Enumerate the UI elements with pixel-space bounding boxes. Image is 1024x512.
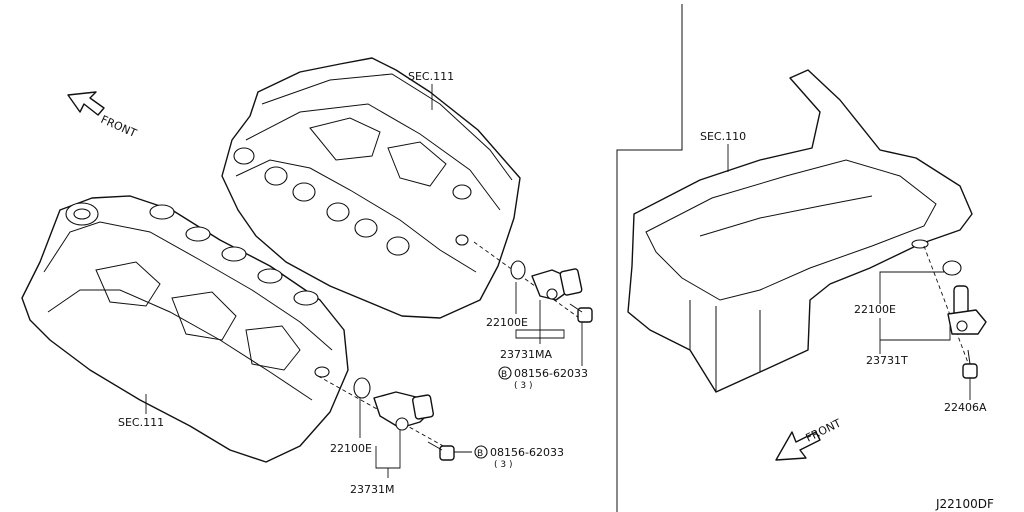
front-arrow-lower: FRONT bbox=[775, 416, 844, 461]
bolt-lower-callout: B 08156-62033 ( 3 ) bbox=[474, 445, 564, 470]
bolt-lower-qty: ( 3 ) bbox=[494, 460, 512, 470]
bolt-upper-qty: ( 3 ) bbox=[514, 381, 532, 391]
sensor-group-right bbox=[879, 245, 987, 400]
bolt-lower-code: 08156-62033 bbox=[490, 446, 564, 459]
crankshaft-sensor-right bbox=[947, 285, 987, 335]
camshaft-sensor-lower bbox=[373, 391, 434, 431]
sensor-upper-label: 23731MA bbox=[500, 348, 552, 361]
o-ring-upper bbox=[510, 260, 526, 280]
front-label-lower: FRONT bbox=[804, 416, 844, 444]
diagram-id: J22100DF bbox=[935, 497, 994, 511]
sensor-group-lower bbox=[317, 375, 472, 478]
cylinder-head-lower bbox=[21, 195, 349, 463]
bolt-lower bbox=[427, 441, 455, 461]
o-ring-lower-label: 22100E bbox=[330, 442, 372, 455]
sensor-group-upper bbox=[473, 241, 593, 366]
bolt-upper-code: 08156-62033 bbox=[514, 367, 588, 380]
camshaft-sensor-upper bbox=[531, 268, 583, 301]
sec-111-label-top: SEC.111 bbox=[408, 70, 454, 83]
sensor-lower-label: 23731M bbox=[350, 483, 394, 496]
front-label-upper: FRONT bbox=[99, 113, 139, 140]
panel-divider bbox=[616, 4, 683, 512]
oil-pan bbox=[627, 69, 973, 393]
o-ring-lower bbox=[353, 377, 371, 399]
o-ring-upper-label: 22100E bbox=[486, 316, 528, 329]
o-ring-right-label: 22100E bbox=[854, 303, 896, 316]
sensor-right-label: 23731T bbox=[866, 354, 908, 367]
intake-ports-lower bbox=[149, 204, 319, 306]
sec-110-label: SEC.110 bbox=[700, 130, 746, 143]
bolt-right-label: 22406A bbox=[944, 401, 987, 414]
bolt-lower-symbol: B bbox=[477, 449, 483, 459]
bolt-upper-callout: B 08156-62033 ( 3 ) bbox=[498, 366, 588, 391]
bolt-upper bbox=[569, 303, 593, 323]
front-arrow-upper: FRONT bbox=[67, 91, 139, 140]
exhaust-ports-upper bbox=[233, 147, 410, 256]
bolt-upper-symbol: B bbox=[501, 370, 507, 380]
sec-111-label-bottom: SEC.111 bbox=[118, 416, 164, 429]
o-ring-right bbox=[942, 260, 962, 276]
cylinder-head-upper bbox=[221, 57, 521, 319]
